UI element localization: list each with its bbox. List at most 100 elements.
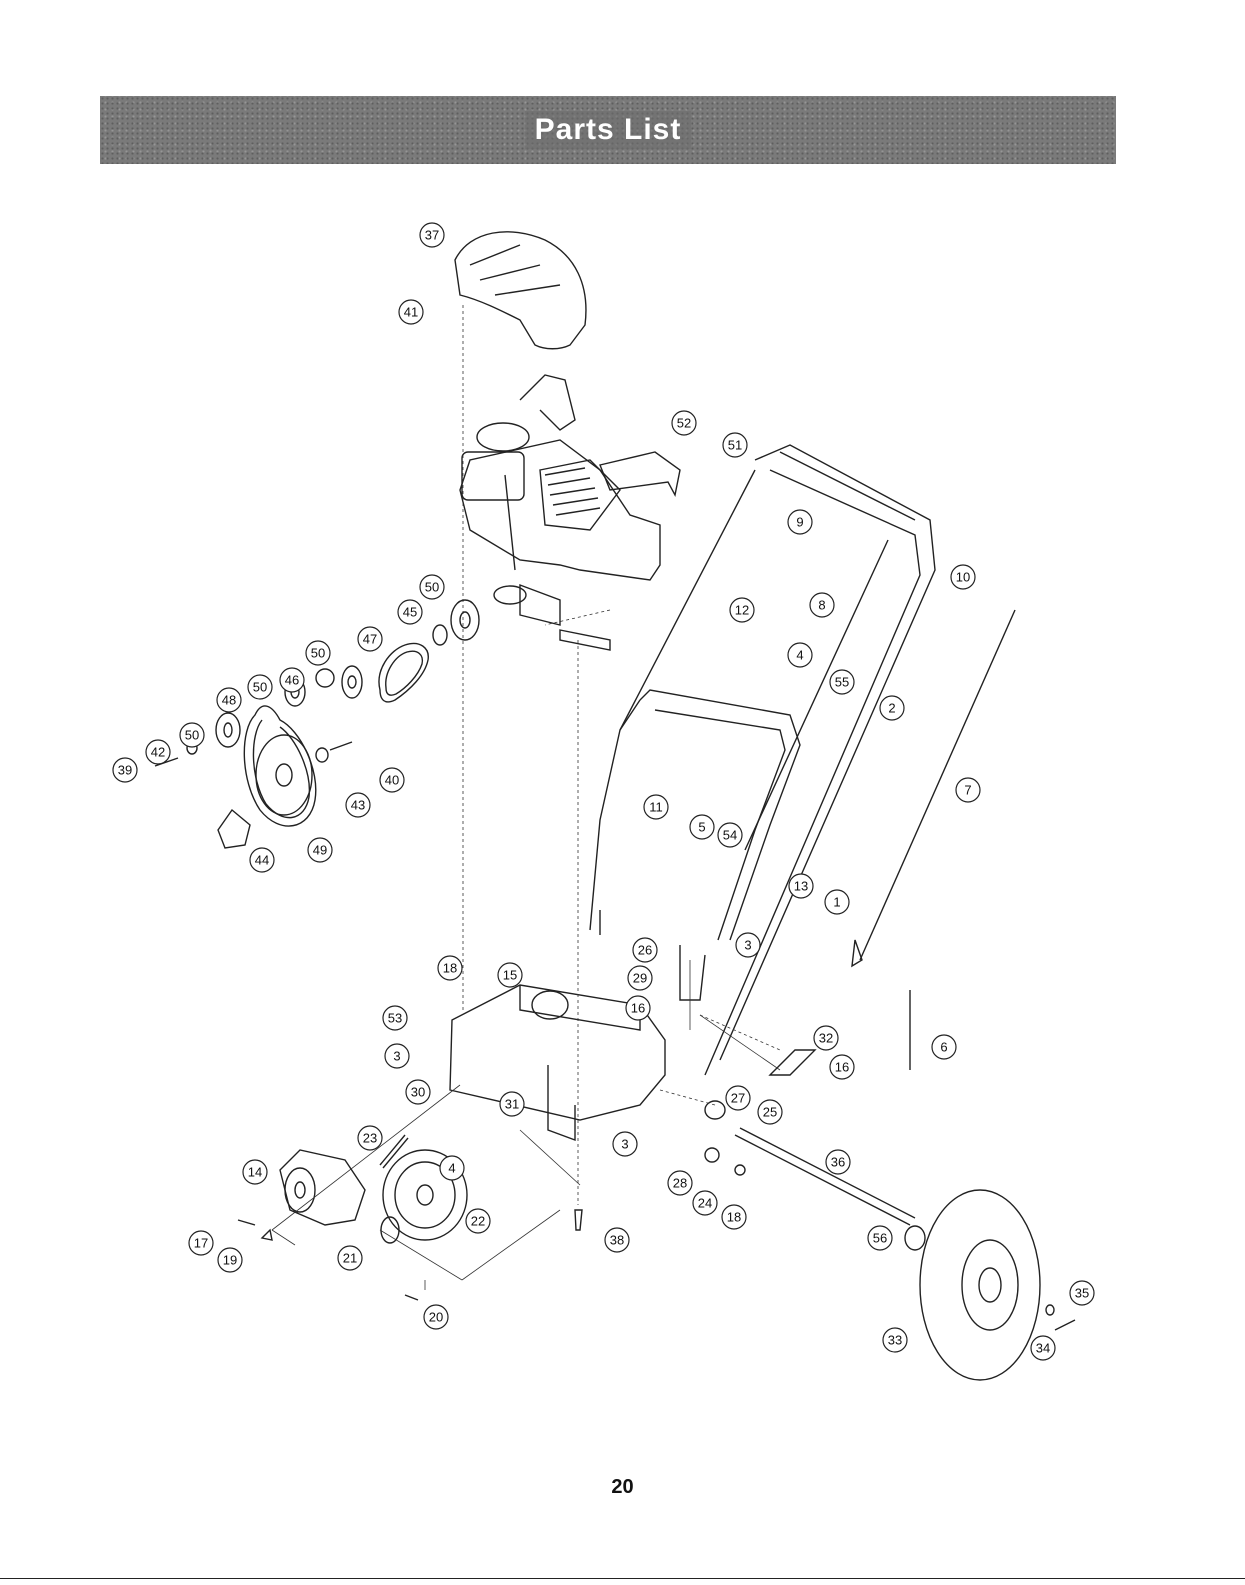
svg-text:3: 3 [744, 938, 751, 953]
callout-6: 6 [932, 1035, 956, 1059]
callout-25: 25 [758, 1100, 782, 1124]
svg-text:17: 17 [194, 1236, 208, 1251]
callout-38: 38 [605, 1228, 629, 1252]
svg-text:16: 16 [835, 1060, 849, 1075]
svg-text:20: 20 [429, 1310, 443, 1325]
svg-text:13: 13 [794, 879, 808, 894]
svg-text:51: 51 [728, 438, 742, 453]
callout-18: 18 [438, 956, 462, 980]
callout-33: 33 [883, 1328, 907, 1352]
svg-text:48: 48 [222, 693, 236, 708]
svg-text:35: 35 [1075, 1286, 1089, 1301]
svg-text:39: 39 [118, 763, 132, 778]
callout-21: 21 [338, 1246, 362, 1270]
svg-text:50: 50 [185, 728, 199, 743]
callout-56: 56 [868, 1226, 892, 1250]
callout-40: 40 [380, 768, 404, 792]
upper-handle [705, 445, 935, 1075]
callout-49: 49 [308, 838, 332, 862]
svg-text:34: 34 [1036, 1341, 1050, 1356]
svg-text:16: 16 [631, 1001, 645, 1016]
svg-text:47: 47 [363, 632, 377, 647]
belt-cover [455, 232, 586, 349]
callout-20: 20 [424, 1305, 448, 1329]
svg-text:27: 27 [731, 1091, 745, 1106]
svg-text:43: 43 [351, 798, 365, 813]
svg-text:50: 50 [425, 580, 439, 595]
callout-45: 45 [398, 600, 422, 624]
svg-text:2: 2 [888, 701, 895, 716]
callout-22: 22 [466, 1209, 490, 1233]
svg-text:38: 38 [610, 1233, 624, 1248]
callout-54: 54 [718, 823, 742, 847]
callout-15: 15 [498, 963, 522, 987]
svg-text:50: 50 [311, 646, 325, 661]
callout-46: 46 [280, 668, 304, 692]
svg-text:18: 18 [443, 961, 457, 976]
callout-3: 3 [385, 1044, 409, 1068]
svg-text:5: 5 [698, 820, 705, 835]
svg-text:46: 46 [285, 673, 299, 688]
callout-16: 16 [830, 1055, 854, 1079]
callout-8: 8 [810, 593, 834, 617]
bottom-rule [0, 1578, 1245, 1579]
svg-text:33: 33 [888, 1333, 902, 1348]
callout-55: 55 [830, 670, 854, 694]
parts-exploded-diagram: 37 41 52 51 9 10 12 8 4 55 2 7 11 5 54 1… [0, 170, 1245, 1410]
svg-text:44: 44 [255, 853, 269, 868]
callout-7: 7 [956, 778, 980, 802]
svg-text:29: 29 [633, 971, 647, 986]
callout-13: 13 [789, 874, 813, 898]
callout-32: 32 [814, 1026, 838, 1050]
svg-text:10: 10 [956, 570, 970, 585]
callout-28: 28 [668, 1171, 692, 1195]
svg-text:28: 28 [673, 1176, 687, 1191]
svg-text:50: 50 [253, 680, 267, 695]
svg-text:26: 26 [638, 943, 652, 958]
callout-4: 4 [788, 643, 812, 667]
callout-18: 18 [722, 1205, 746, 1229]
svg-text:19: 19 [223, 1253, 237, 1268]
callout-34: 34 [1031, 1336, 1055, 1360]
callout-44: 44 [250, 848, 274, 872]
callout-4: 4 [440, 1156, 464, 1180]
callout-50: 50 [180, 723, 204, 747]
callout-11: 11 [644, 795, 668, 819]
page-number: 20 [0, 1476, 1245, 1499]
callout-3: 3 [613, 1132, 637, 1156]
svg-text:4: 4 [796, 648, 803, 663]
svg-text:3: 3 [621, 1137, 628, 1152]
svg-text:23: 23 [363, 1131, 377, 1146]
callout-47: 47 [358, 627, 382, 651]
callout-5: 5 [690, 815, 714, 839]
svg-text:21: 21 [343, 1251, 357, 1266]
callout-27: 27 [726, 1086, 750, 1110]
callout-1: 1 [825, 890, 849, 914]
svg-text:7: 7 [964, 783, 971, 798]
callout-53: 53 [383, 1006, 407, 1030]
svg-text:25: 25 [763, 1105, 777, 1120]
svg-text:42: 42 [151, 745, 165, 760]
svg-text:11: 11 [649, 800, 663, 815]
svg-text:40: 40 [385, 773, 399, 788]
callout-37: 37 [420, 223, 444, 247]
svg-text:6: 6 [940, 1040, 947, 1055]
svg-text:52: 52 [677, 416, 691, 431]
header-band: Parts List [100, 96, 1116, 164]
svg-text:31: 31 [505, 1097, 519, 1112]
page-title: Parts List [525, 111, 692, 149]
svg-text:22: 22 [471, 1214, 485, 1229]
svg-text:45: 45 [403, 605, 417, 620]
callout-10: 10 [951, 565, 975, 589]
svg-text:37: 37 [425, 228, 439, 243]
callout-35: 35 [1070, 1281, 1094, 1305]
callout-12: 12 [730, 598, 754, 622]
callout-26: 26 [633, 938, 657, 962]
wheel [920, 1190, 1040, 1380]
callout-14: 14 [243, 1160, 267, 1184]
svg-text:8: 8 [818, 598, 825, 613]
callout-50: 50 [420, 575, 444, 599]
callout-16: 16 [626, 996, 650, 1020]
svg-text:53: 53 [388, 1011, 402, 1026]
diagram-svg: 37 41 52 51 9 10 12 8 4 55 2 7 11 5 54 1… [0, 170, 1245, 1410]
